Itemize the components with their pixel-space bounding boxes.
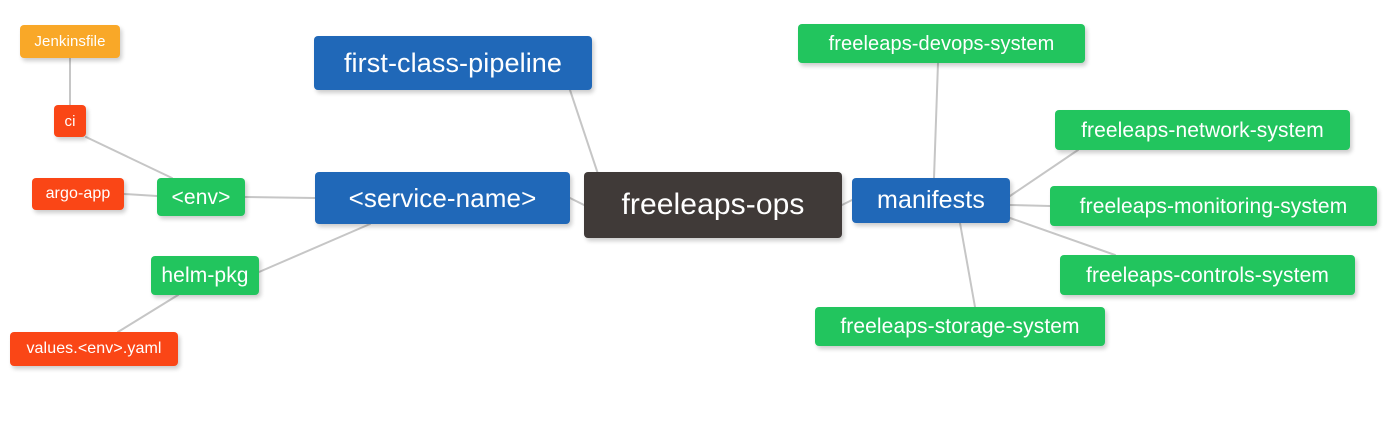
node-helm-pkg[interactable]: helm-pkg — [151, 256, 259, 295]
node-label-freeleaps-network-system: freeleaps-network-system — [1081, 118, 1324, 142]
edge-freeleaps-ops-to-service-name — [569, 197, 585, 206]
node-first-class-pipeline[interactable]: first-class-pipeline — [314, 36, 592, 90]
node-freeleaps-devops-system[interactable]: freeleaps-devops-system — [798, 24, 1085, 63]
node-label-freeleaps-controls-system: freeleaps-controls-system — [1086, 263, 1329, 287]
node-label-freeleaps-devops-system: freeleaps-devops-system — [828, 32, 1055, 55]
edge-service-name-to-env — [244, 196, 316, 199]
node-label-jenkinsfile: Jenkinsfile — [34, 33, 106, 50]
edge-manifests-to-freeleaps-devops-system — [933, 62, 939, 179]
node-ci[interactable]: ci — [54, 105, 86, 137]
edge-freeleaps-ops-to-manifests — [841, 199, 853, 206]
node-values-yaml[interactable]: values.<env>.yaml — [10, 332, 178, 366]
node-freeleaps-controls-system[interactable]: freeleaps-controls-system — [1060, 255, 1355, 295]
node-env[interactable]: <env> — [157, 178, 245, 216]
node-label-service-name: <service-name> — [348, 183, 537, 213]
node-service-name[interactable]: <service-name> — [315, 172, 570, 224]
node-label-values-yaml: values.<env>.yaml — [26, 340, 162, 357]
node-label-first-class-pipeline: first-class-pipeline — [343, 47, 563, 78]
edge-env-to-ci — [85, 136, 173, 179]
node-freeleaps-monitoring-system[interactable]: freeleaps-monitoring-system — [1050, 186, 1377, 226]
node-argo-app[interactable]: argo-app — [32, 178, 124, 210]
node-label-manifests: manifests — [877, 186, 985, 214]
node-label-argo-app: argo-app — [45, 185, 111, 202]
node-label-freeleaps-ops: freeleaps-ops — [621, 188, 805, 221]
edge-service-name-to-helm-pkg — [258, 223, 371, 273]
node-freeleaps-storage-system[interactable]: freeleaps-storage-system — [815, 307, 1105, 346]
node-freeleaps-network-system[interactable]: freeleaps-network-system — [1055, 110, 1350, 150]
node-jenkinsfile[interactable]: Jenkinsfile — [20, 25, 120, 58]
node-manifests[interactable]: manifests — [852, 178, 1010, 223]
edge-freeleaps-ops-to-first-class-pipeline — [569, 89, 601, 181]
node-label-helm-pkg: helm-pkg — [161, 264, 249, 287]
node-label-freeleaps-monitoring-system: freeleaps-monitoring-system — [1079, 194, 1348, 218]
edge-env-to-argo-app — [123, 193, 158, 197]
node-freeleaps-ops[interactable]: freeleaps-ops — [584, 172, 842, 238]
node-label-env: <env> — [171, 185, 231, 209]
edge-manifests-to-freeleaps-storage-system — [959, 222, 976, 308]
edge-manifests-to-freeleaps-monitoring-system — [1009, 204, 1051, 207]
edge-helm-pkg-to-values-yaml — [117, 294, 179, 333]
node-label-ci: ci — [64, 112, 76, 130]
node-label-freeleaps-storage-system: freeleaps-storage-system — [840, 315, 1080, 338]
